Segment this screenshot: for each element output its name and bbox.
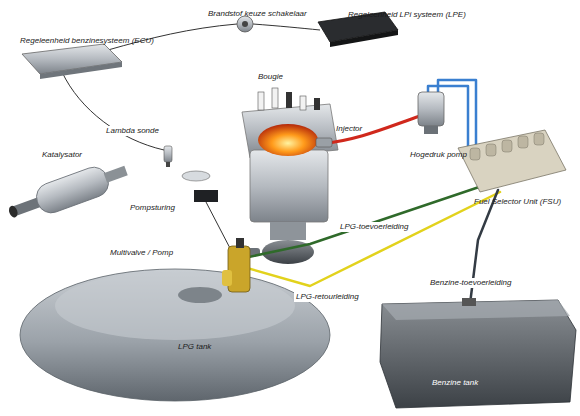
pump-control <box>206 202 232 252</box>
fuel-pipe <box>244 184 488 258</box>
petrol-tank <box>462 298 476 306</box>
fuel-switch <box>237 16 253 32</box>
catalytic-converter <box>104 166 128 183</box>
part-label: Katalysator <box>40 150 84 160</box>
part-label: Regeleenheid benzinesysteem (ECU) <box>18 36 156 46</box>
fuel-pipe <box>240 80 500 304</box>
pump-control <box>182 171 210 181</box>
lambda-sensor <box>166 162 170 167</box>
high-pressure-pump <box>418 92 444 134</box>
catalytic-converter <box>4 156 131 227</box>
injector <box>316 138 332 147</box>
fuel-selector-unit <box>502 140 512 152</box>
control-wire <box>62 72 164 150</box>
fuel-selector-unit <box>470 133 544 160</box>
lpg-tank <box>178 287 222 303</box>
part-label: Benzine tank <box>430 378 480 388</box>
catalytic-converter <box>7 205 19 219</box>
fuel-switch <box>237 16 253 32</box>
high-pressure-pump <box>418 92 444 126</box>
spark-plug <box>272 88 278 108</box>
part-label: LPG-retourleiding <box>294 292 361 302</box>
high-pressure-pump <box>424 126 438 134</box>
fuel-selector-unit <box>518 136 528 148</box>
part-label: Injector <box>334 124 364 134</box>
petrol-tank <box>380 298 576 408</box>
engine-cylinder <box>270 222 306 240</box>
pump-control <box>194 190 218 202</box>
ecu-unit <box>22 44 122 79</box>
spark-plug <box>258 88 320 110</box>
fuel-selector-unit <box>458 130 566 192</box>
part-label: Multivalve / Pomp <box>108 248 175 258</box>
part-label: LPG tank <box>176 342 213 352</box>
part-label: Bougie <box>256 72 285 82</box>
fuel-selector-unit <box>470 148 480 160</box>
lpg-tank <box>55 272 295 340</box>
fuel-selector-unit <box>458 130 566 192</box>
fuel-pipe <box>320 116 420 144</box>
engine-cylinder <box>258 124 318 156</box>
petrol-tank <box>380 300 576 408</box>
engine-cylinder <box>250 150 328 222</box>
pump-control <box>182 171 232 252</box>
ecu-unit <box>40 62 122 79</box>
lpg-tank <box>20 269 330 401</box>
fuel-selector-unit <box>534 133 544 145</box>
catalytic-converter <box>33 163 113 217</box>
part-label: Benzine-toevoerleiding <box>428 278 513 288</box>
part-label: LPG-toevoerleiding <box>338 222 410 232</box>
multivalve-pump <box>236 238 244 248</box>
part-label: Lambda sonde <box>104 126 161 136</box>
lambda-sensor <box>164 146 172 162</box>
lambda-sensor <box>164 146 172 167</box>
spark-plug <box>314 98 320 110</box>
lpe-unit <box>330 30 398 47</box>
part-label: Regeleenheid LPi systeem (LPE) <box>346 10 468 20</box>
fuel-switch <box>242 21 248 27</box>
multivalve-pump <box>228 246 250 292</box>
lpg-tank <box>20 269 330 401</box>
control-wire <box>253 24 320 30</box>
multivalve-pump <box>222 238 250 292</box>
fuel-selector-unit <box>486 144 496 156</box>
spark-plug <box>258 92 264 110</box>
part-label: Fuel Selector Unit (FSU) <box>472 197 563 207</box>
part-label: Hogedruk pomp <box>408 150 469 160</box>
spark-plug <box>286 92 292 108</box>
injector <box>316 138 332 147</box>
spark-plug <box>300 96 306 110</box>
part-label: Pompsturing <box>128 203 177 213</box>
part-label: Brandstof keuze schakelaar <box>206 9 309 19</box>
multivalve-pump <box>222 270 232 286</box>
fuel-pipe <box>240 192 500 286</box>
